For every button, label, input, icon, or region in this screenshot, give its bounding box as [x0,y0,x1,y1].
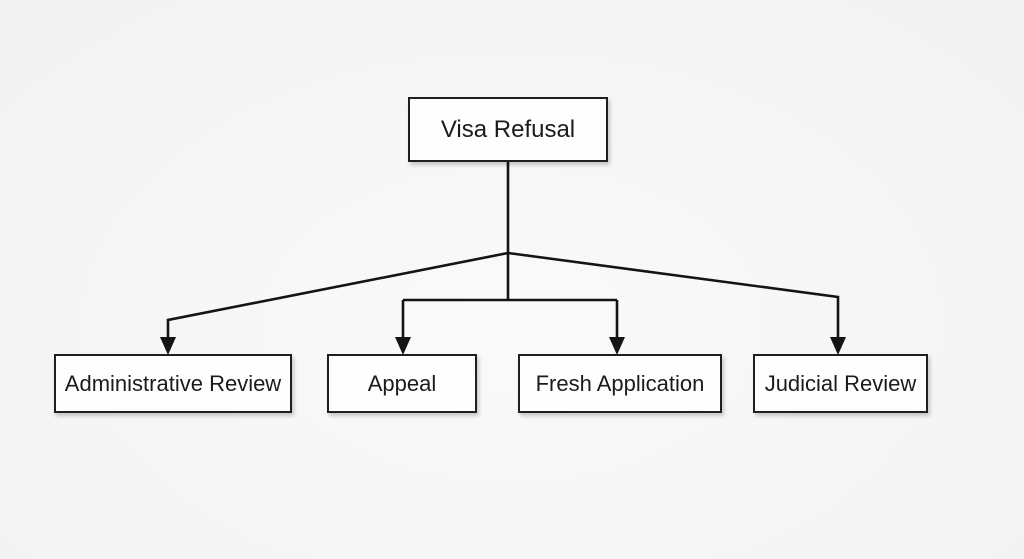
node-fresh-application: Fresh Application [518,354,722,413]
connector-left-diagonal [166,251,509,340]
arrowhead-fresh-application [609,337,625,355]
node-label: Administrative Review [64,370,282,396]
node-appeal: Appeal [327,354,477,413]
node-label: Appeal [367,370,437,396]
arrowhead-appeal [395,337,411,355]
node-judicial-review: Judicial Review [753,354,928,413]
node-label: Visa Refusal [440,115,576,143]
node-label: Judicial Review [764,370,917,396]
arrowhead-judicial-review [830,337,846,355]
arrowhead-administrative-review [160,337,176,355]
node-administrative-review: Administrative Review [54,354,292,413]
node-label: Fresh Application [535,370,705,396]
node-visa-refusal: Visa Refusal [408,97,608,162]
connector-right-diagonal [507,251,840,340]
